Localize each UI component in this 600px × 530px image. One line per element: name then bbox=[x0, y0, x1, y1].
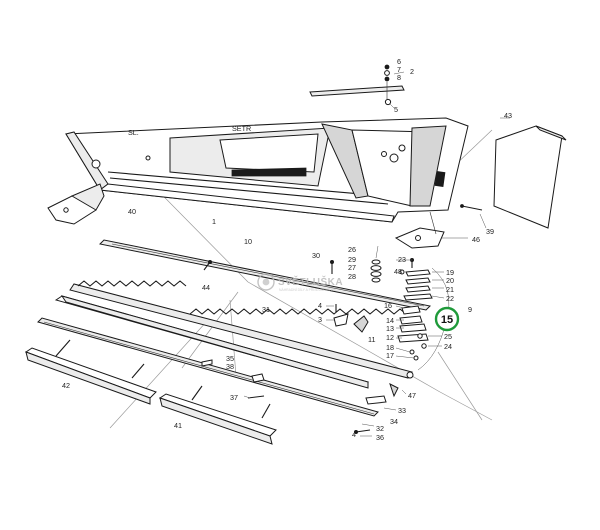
label-33: 33 bbox=[398, 406, 406, 415]
label-21: 21 bbox=[446, 285, 454, 294]
frame-plate-right: SETR bbox=[232, 124, 251, 133]
highlight-ring bbox=[434, 306, 460, 332]
label-17: 17 bbox=[386, 351, 394, 360]
label-12: 12 bbox=[386, 333, 394, 342]
label-30: 30 bbox=[312, 251, 320, 260]
watermark: SVĚTLUŠKA NÁHRADNÍ DÍLY A PŘÍSLUŠENSTVÍ bbox=[257, 273, 343, 292]
watermark-brand: SVĚTLUŠKA bbox=[278, 275, 343, 288]
label-4-bottom: 4 bbox=[352, 430, 356, 439]
label-16: 16 bbox=[384, 301, 392, 310]
label-29: 29 bbox=[348, 255, 356, 264]
label-6: 6 bbox=[397, 57, 401, 66]
label-13: 13 bbox=[386, 324, 394, 333]
label-34: 34 bbox=[390, 417, 398, 426]
label-48: 48 bbox=[394, 267, 402, 276]
label-10: 10 bbox=[244, 237, 252, 246]
knife-back-bar bbox=[98, 239, 432, 311]
label-22: 22 bbox=[446, 294, 454, 303]
label-44: 44 bbox=[202, 283, 210, 292]
label-35: 35 bbox=[226, 354, 234, 363]
label-42: 42 bbox=[62, 381, 70, 390]
bolt-set-39 bbox=[460, 204, 483, 211]
guard-bar-teeth bbox=[69, 280, 414, 379]
label-47: 47 bbox=[408, 391, 416, 400]
right-divider-bracket bbox=[394, 211, 445, 249]
watermark-tagline: NÁHRADNÍ DÍLY A PŘÍSLUŠENSTVÍ bbox=[279, 287, 335, 292]
small-hardware bbox=[201, 257, 433, 434]
frame-plate-left: SL. bbox=[128, 128, 139, 137]
label-46: 46 bbox=[472, 235, 480, 244]
label-32: 32 bbox=[376, 424, 384, 433]
left-end-bracket bbox=[47, 183, 105, 225]
label-41: 41 bbox=[174, 421, 182, 430]
leader-lines bbox=[243, 71, 510, 437]
label-18: 18 bbox=[386, 343, 394, 352]
label-28: 28 bbox=[348, 272, 356, 281]
label-43: 43 bbox=[504, 111, 512, 120]
label-2: 2 bbox=[410, 67, 414, 76]
label-11: 11 bbox=[368, 335, 375, 344]
label-25: 25 bbox=[444, 332, 452, 341]
label-39: 39 bbox=[486, 227, 494, 236]
label-31: 31 bbox=[262, 305, 270, 314]
main-header-frame: SL. SETR bbox=[65, 117, 469, 223]
label-27: 27 bbox=[348, 263, 356, 272]
label-7: 7 bbox=[397, 65, 401, 74]
right-side-plate bbox=[493, 125, 567, 229]
label-14: 14 bbox=[386, 316, 394, 325]
label-23: 23 bbox=[398, 255, 406, 264]
part-number-labels: 6 7 8 2 5 43 1 40 39 46 10 26 29 27 28 3… bbox=[62, 57, 512, 442]
label-38: 38 bbox=[226, 362, 234, 371]
label-40: 40 bbox=[128, 207, 136, 216]
label-8: 8 bbox=[397, 73, 401, 82]
highlight-label: 15 bbox=[441, 314, 453, 326]
label-20: 20 bbox=[446, 276, 454, 285]
top-mounting-bar bbox=[309, 64, 405, 106]
label-4: 4 bbox=[318, 301, 322, 310]
label-3: 3 bbox=[318, 315, 322, 324]
label-9: 9 bbox=[468, 305, 472, 314]
label-26: 26 bbox=[348, 245, 356, 254]
label-24: 24 bbox=[444, 342, 452, 351]
left-crop-divider-plate bbox=[24, 339, 157, 405]
cutter-bar bbox=[54, 295, 370, 389]
highlighted-part-15[interactable]: 15 bbox=[434, 306, 460, 332]
label-1: 1 bbox=[212, 217, 216, 226]
long-strip bbox=[37, 317, 379, 417]
label-36: 36 bbox=[376, 433, 384, 442]
label-37: 37 bbox=[230, 393, 238, 402]
label-19: 19 bbox=[446, 268, 454, 277]
label-5: 5 bbox=[394, 105, 398, 114]
right-crop-divider-plate bbox=[158, 385, 277, 445]
